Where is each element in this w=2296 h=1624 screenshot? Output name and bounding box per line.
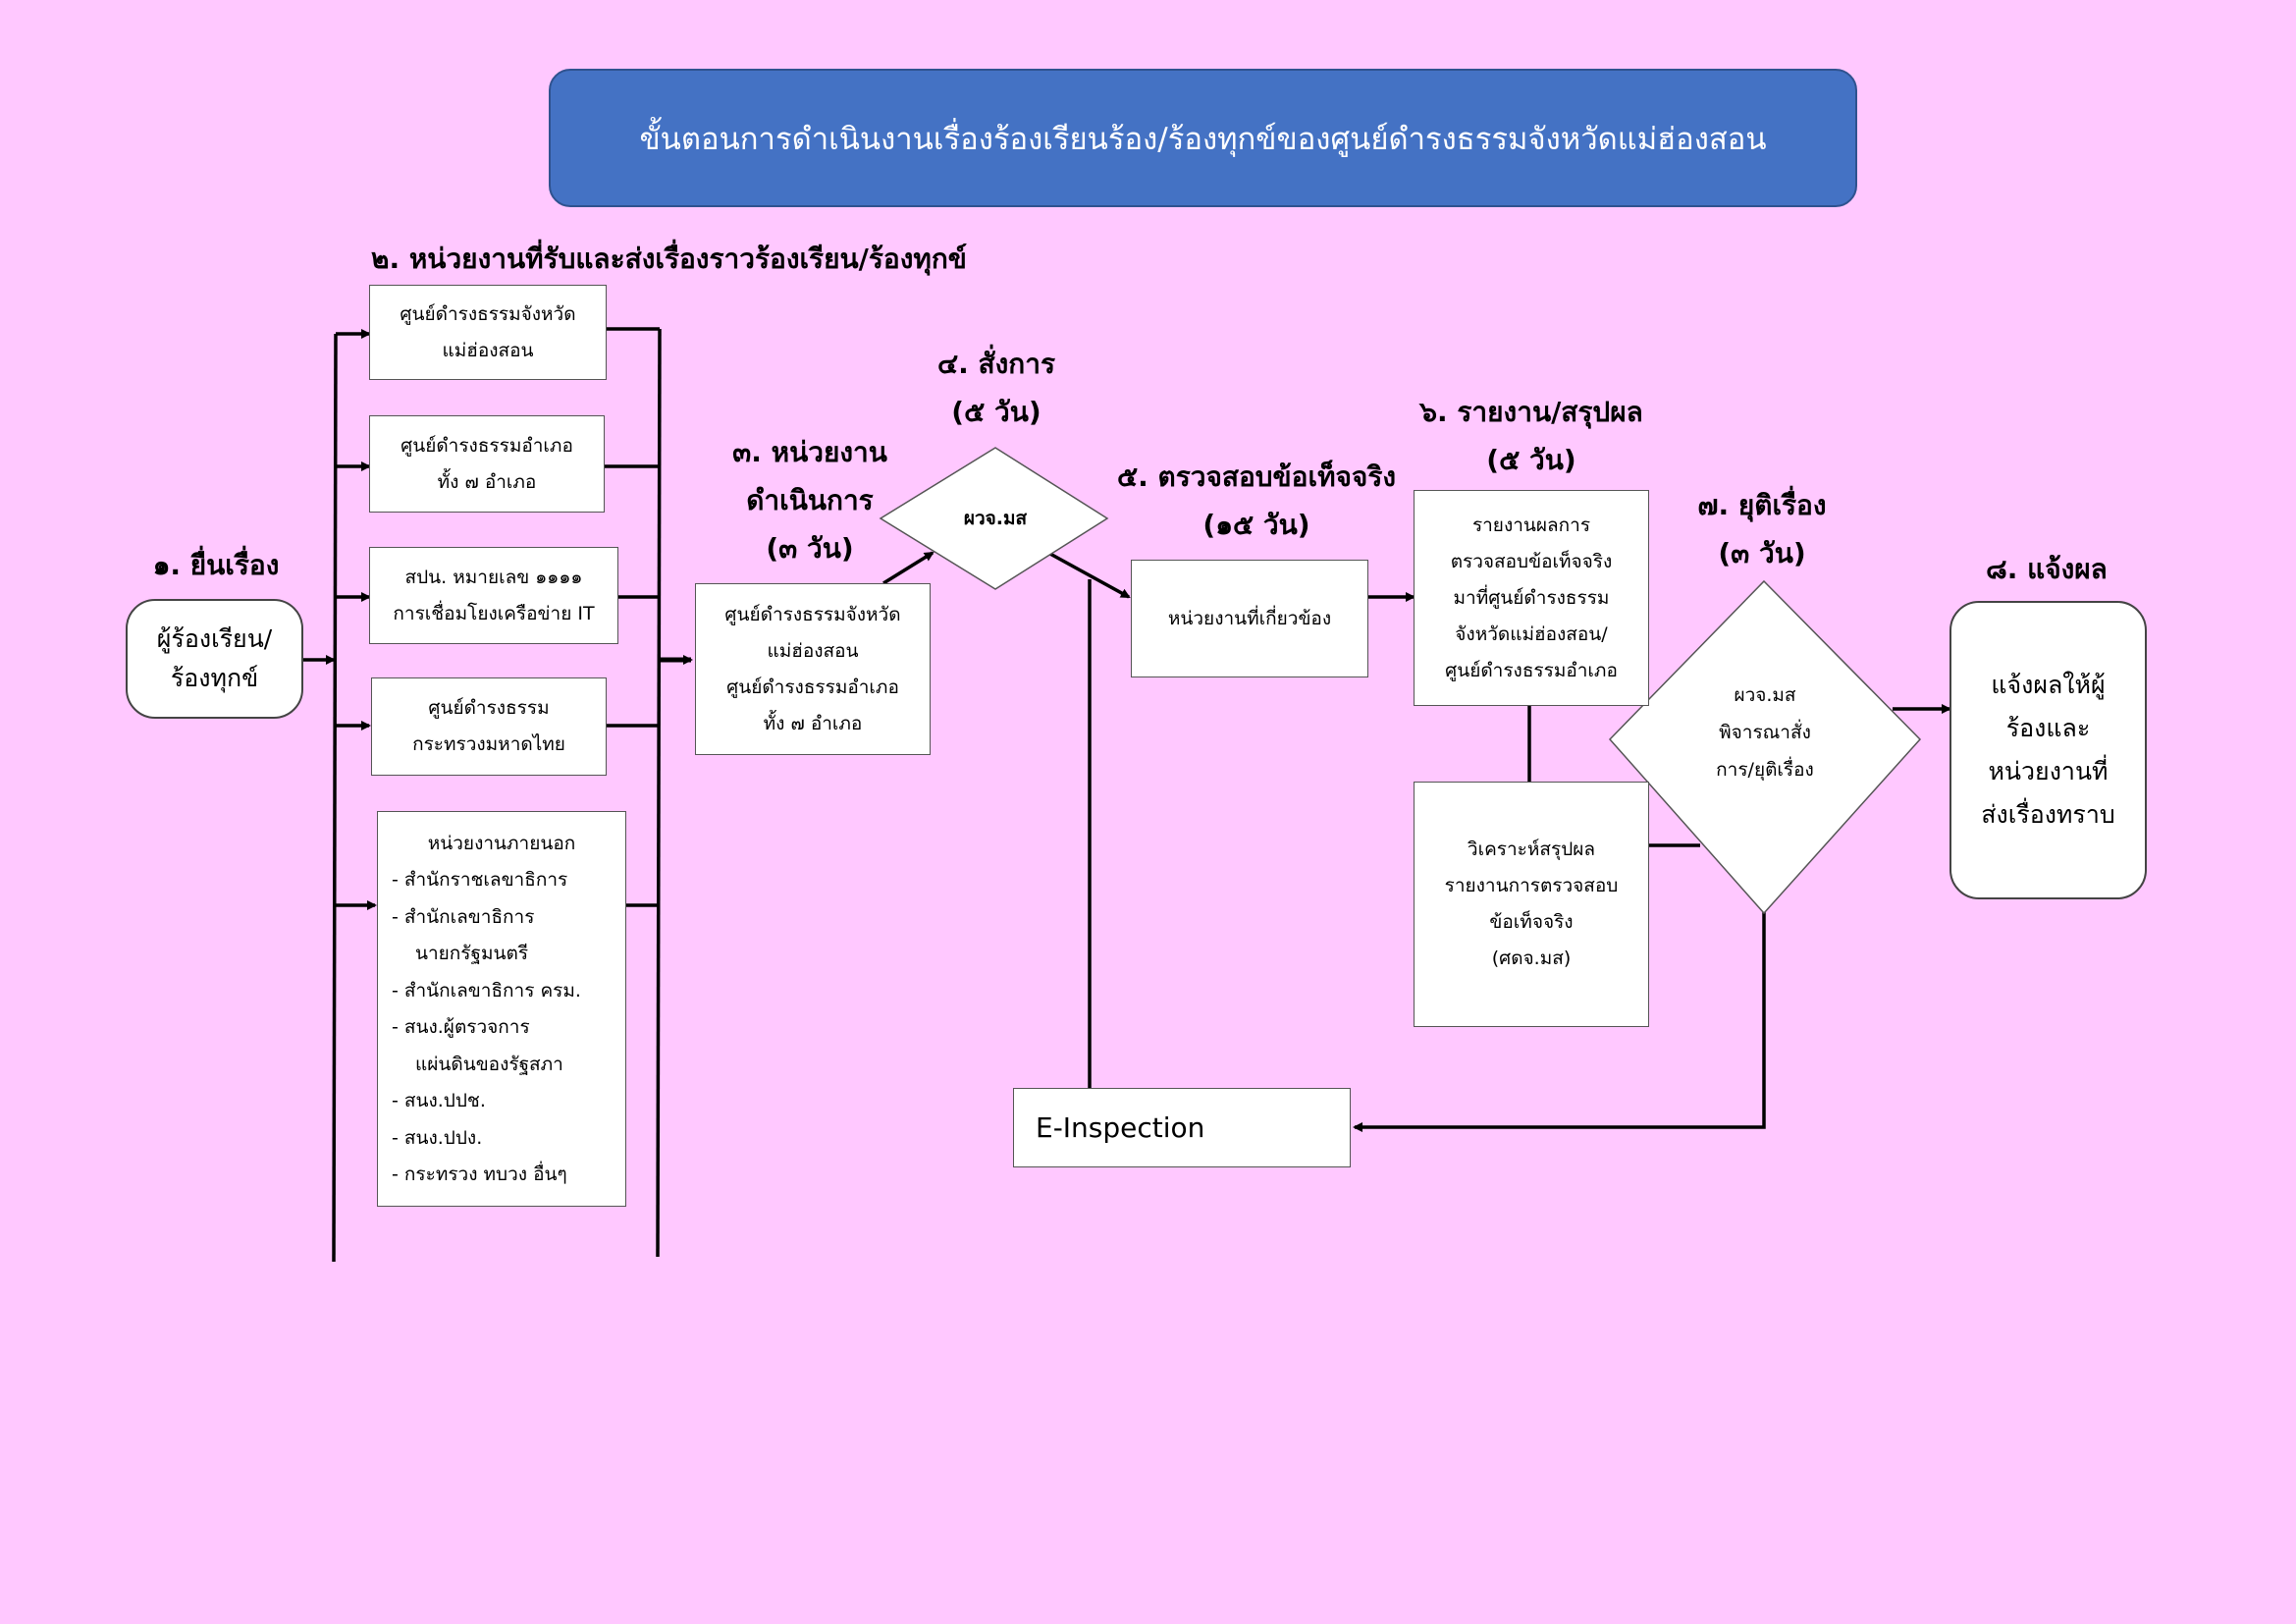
recv-box-moi: ศูนย์ดำรงธรรม กระทรวงมหาดไทย <box>371 677 607 776</box>
external-item: สำนักราชเลขาธิการ <box>392 862 625 899</box>
operator-box: ศูนย์ดำรงธรรมจังหวัด แม่ฮ่องสอน ศูนย์ดำร… <box>695 583 931 755</box>
external-item: สำนักเลขาธิการ นายกรัฐมนตรี <box>392 899 625 973</box>
external-item: กระทรวง ทบวง อื่นๆ <box>392 1157 625 1194</box>
step2-label: ๒. หน่วยงานที่รับและส่งเรื่องราวร้องเรีย… <box>371 243 967 275</box>
notify-box: แจ้งผลให้ผู้ ร้องและ หน่วยงานที่ ส่งเรื่… <box>1949 601 2147 899</box>
connector-end-einspection <box>1353 911 1766 1132</box>
recv-box-district: ศูนย์ดำรงธรรมอำเภอ ทั้ง ๗ อำเภอ <box>369 415 605 513</box>
diagram-title: ขั้นตอนการดำเนินงานเรื่องร้องเรียนร้อง/ร… <box>549 69 1857 207</box>
external-item: สนง.ปปช. <box>392 1083 625 1120</box>
external-item: สำนักเลขาธิการ ครม. <box>392 973 625 1010</box>
external-list: สำนักราชเลขาธิการ สำนักเลขาธิการ นายกรัฐ… <box>378 862 625 1194</box>
order-diamond-shape <box>879 447 1109 590</box>
recv-box-province: ศูนย์ดำรงธรรมจังหวัด แม่ฮ่องสอน <box>369 285 607 380</box>
end-diamond-text: ผวจ.มส พิจารณาสั่ง การ/ยุติเรื่อง <box>1716 684 1814 781</box>
step5-label: ๕. ตรวจสอบข้อเท็จจริง (๑๕ วัน) <box>1116 460 1397 541</box>
recv-box-hotline: สปน. หมายเลข ๑๑๑๑ การเชื่อมโยงเครือข่าย … <box>369 547 618 644</box>
einspection-box: E-Inspection <box>1013 1088 1351 1167</box>
right-bus <box>656 328 662 1258</box>
order-diamond-text: ผวจ.มส <box>963 508 1028 529</box>
left-bus <box>332 333 338 1263</box>
step7-label: ๗. ยุติเรื่อง (๓ วัน) <box>1697 489 1827 569</box>
related-agency-box: หน่วยงานที่เกี่ยวข้อง <box>1131 560 1368 677</box>
external-item: สนง.ผู้ตรวจการ แผ่นดินของรัฐสภา <box>392 1009 625 1083</box>
step1-label: ๑. ยื่นเรื่อง <box>152 549 280 581</box>
connector-to-related <box>1047 551 1131 599</box>
step6-label: ๖. รายงาน/สรุปผล (๕ วัน) <box>1419 396 1643 476</box>
analyze-box: วิเคราะห์สรุปผล รายงานการตรวจสอบ ข้อเท็จ… <box>1414 782 1649 1027</box>
end-diamond-shape <box>1608 579 1922 915</box>
external-item: สนง.ปปง. <box>392 1120 625 1158</box>
report-box: รายงานผลการ ตรวจสอบข้อเท็จจริง มาที่ศูนย… <box>1414 490 1649 706</box>
step3-label: ๓. หน่วยงาน ดำเนินการ (๓ วัน) <box>732 436 887 565</box>
complainant-box: ผู้ร้องเรียน/ ร้องทุกข์ <box>126 599 303 719</box>
step4-label: ๔. สั่งการ (๕ วัน) <box>936 348 1056 428</box>
recv-box-external: หน่วยงานภายนอก สำนักราชเลขาธิการ สำนักเล… <box>377 811 626 1207</box>
external-title: หน่วยงานภายนอก <box>427 833 576 854</box>
step8-label: ๘. แจ้งผล <box>1986 553 2108 585</box>
connector-to-order <box>882 551 934 585</box>
